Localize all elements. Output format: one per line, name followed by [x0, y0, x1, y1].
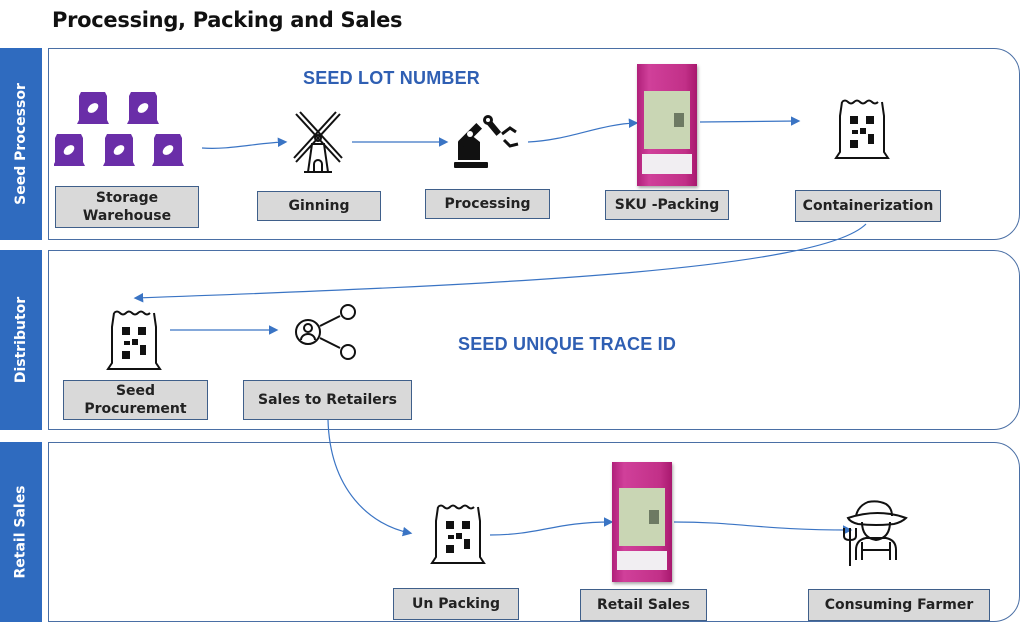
- step-ginning[interactable]: Ginning: [257, 191, 381, 221]
- qr-seed-bag-icon: [430, 504, 486, 564]
- sku-packing-seed-packet-image: [637, 64, 697, 186]
- windmill-icon: [293, 111, 343, 173]
- qr-seed-bag-icon: [106, 310, 162, 370]
- step-processing[interactable]: Processing: [425, 189, 550, 219]
- seed-unique-trace-id-heading: SEED UNIQUE TRACE ID: [458, 334, 677, 354]
- step-sales-to-retailers[interactable]: Sales to Retailers: [243, 380, 412, 420]
- lane-label: Seed Processor: [13, 83, 30, 205]
- retail-sales-seed-packet-image: [612, 462, 672, 582]
- step-sku-packing[interactable]: SKU -Packing: [605, 190, 729, 220]
- robotic-arm-icon: [454, 115, 519, 168]
- seed-lot-number-heading: SEED LOT NUMBER: [303, 68, 481, 88]
- lane-bar-distributor: Distributor: [0, 250, 42, 430]
- step-un-packing[interactable]: Un Packing: [393, 588, 519, 620]
- farmer-icon: [843, 500, 908, 566]
- qr-seed-bag-icon: [834, 99, 890, 159]
- step-retail-sales[interactable]: Retail Sales: [580, 589, 707, 621]
- lane-label: Distributor: [13, 296, 30, 384]
- step-seed-procurement[interactable]: Seed Procurement: [63, 380, 208, 420]
- user-share-network-icon: [295, 304, 356, 360]
- lane-label: Retail Sales: [13, 485, 30, 579]
- page-title: Processing, Packing and Sales: [52, 8, 403, 32]
- seed-bags-stack-icon: [54, 92, 184, 166]
- step-storage-warehouse[interactable]: Storage Warehouse: [55, 186, 199, 228]
- step-consuming-farmer[interactable]: Consuming Farmer: [808, 589, 990, 621]
- step-containerization[interactable]: Containerization: [795, 190, 941, 222]
- lane-bar-seed-processor: Seed Processor: [0, 48, 42, 240]
- lane-bar-retail-sales: Retail Sales: [0, 442, 42, 622]
